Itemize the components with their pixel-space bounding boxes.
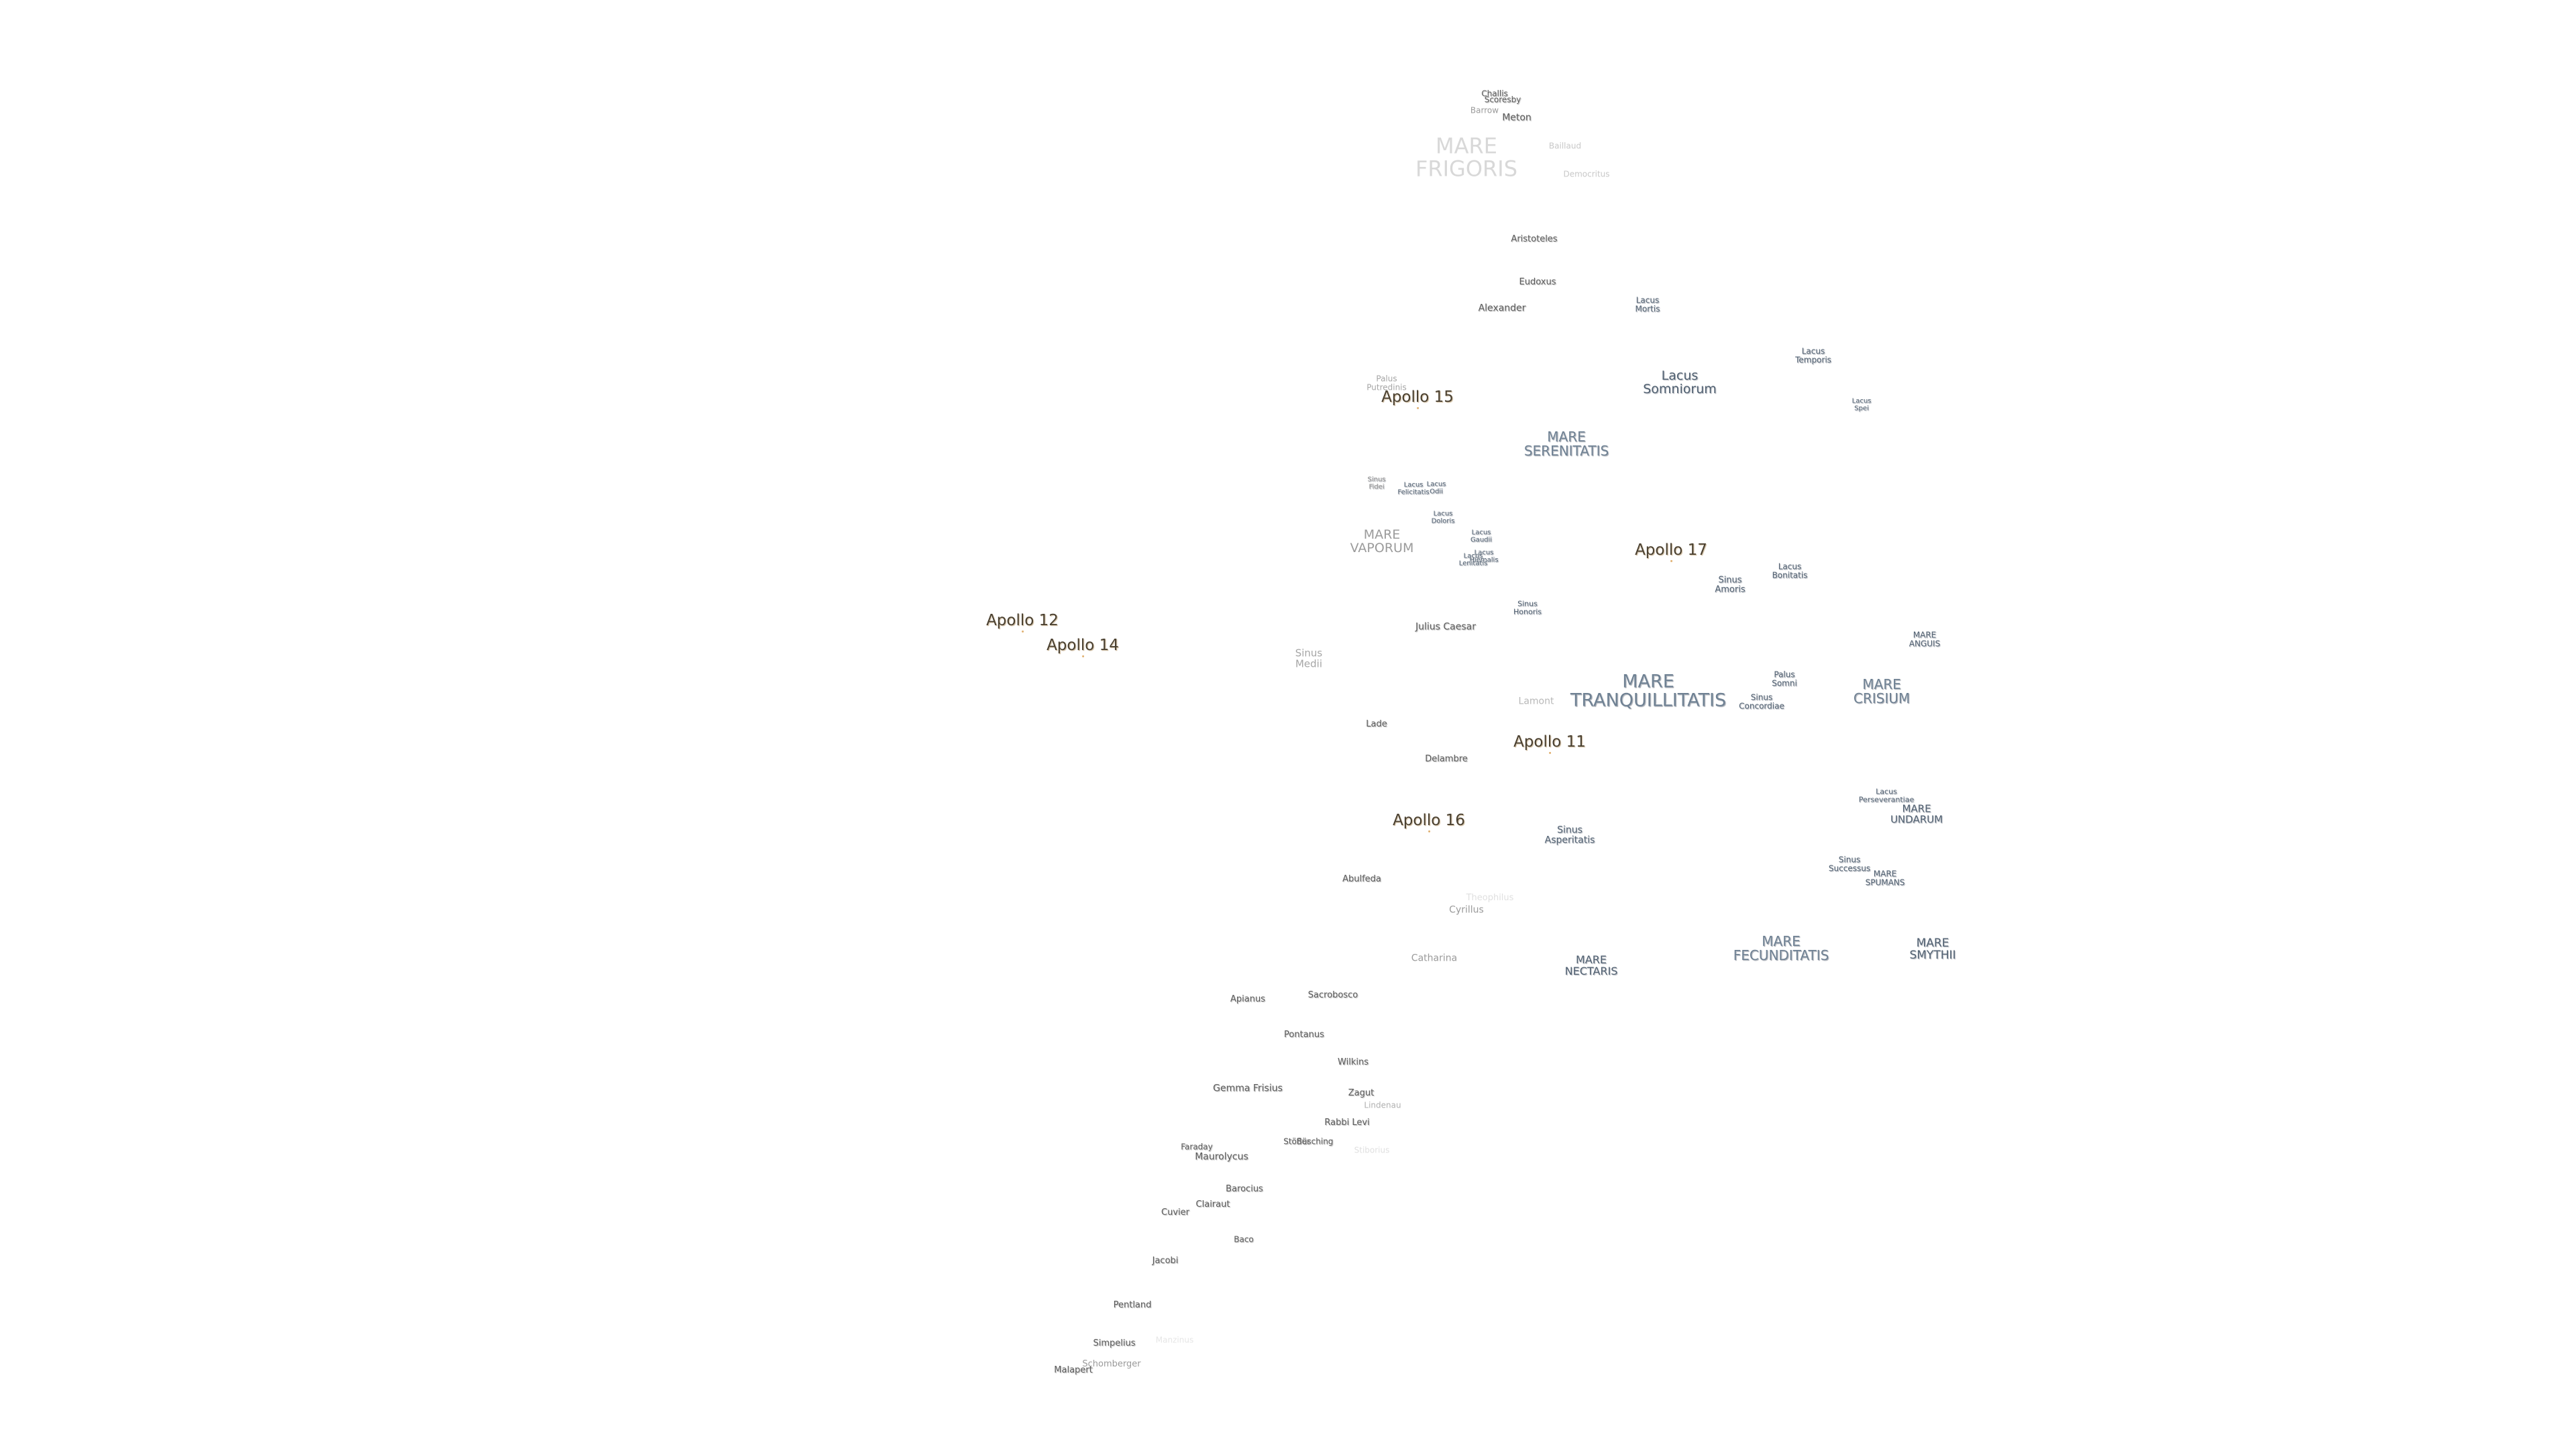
mare-anguis-label: MARE ANGUIS: [1909, 630, 1941, 648]
mare-tranquillitatis-label: MARE TRANQUILLITATIS: [1570, 671, 1727, 711]
palus-somni-label: Palus Somni: [1772, 669, 1797, 688]
crater-malapert-label: Malapert: [1054, 1365, 1093, 1376]
mare-spumans-label: MARE SPUMANS: [1865, 869, 1905, 887]
lacus-gaudii-label: Lacus Gaudii: [1470, 529, 1493, 543]
crater-challis-label: Challis: [1481, 89, 1508, 99]
apollo-12-site[interactable]: Apollo 12: [986, 611, 1059, 633]
apollo-15-site[interactable]: Apollo 15: [1381, 388, 1454, 410]
crater-catharina-label: Catharina: [1411, 953, 1458, 964]
crater-democritus-label: Democritus: [1563, 169, 1610, 179]
lacus-lenitatis-label: Lacus Lenitatis: [1458, 552, 1488, 567]
lacus-odii-label: Lacus Odii: [1426, 480, 1446, 495]
crater-theophilus-label: Theophilus: [1466, 893, 1514, 904]
crater-simpelius-label: Simpelius: [1093, 1338, 1136, 1349]
lacus-temporis-label: Lacus Temporis: [1795, 346, 1831, 364]
crater-scoresby-label: Scoresby: [1484, 95, 1521, 105]
crater-faraday-label: Faraday: [1181, 1142, 1213, 1152]
crater-cuvier-label: Cuvier: [1161, 1208, 1189, 1218]
apollo-17-site[interactable]: Apollo 17: [1635, 541, 1707, 563]
mare-smythii-label: MARE SMYTHII: [1909, 936, 1956, 962]
lacus-felicitatis-label: Lacus Felicitatis: [1397, 481, 1430, 496]
sinus-medii-label: Sinus Medii: [1295, 647, 1323, 669]
lacus-somniorum-label: Lacus Somniorum: [1643, 368, 1717, 396]
crater-barrow-label: Barrow: [1470, 105, 1499, 115]
crater-rabbi-levi-label: Rabbi Levi: [1324, 1118, 1370, 1128]
crater-busching-label: Büsching: [1296, 1136, 1334, 1146]
crater-aristoteles-label: Aristoteles: [1511, 234, 1558, 245]
mare-nectaris-label: MARE NECTARIS: [1564, 953, 1618, 977]
crater-lindenau-label: Lindenau: [1364, 1100, 1401, 1110]
crater-pontanus-label: Pontanus: [1284, 1030, 1324, 1040]
crater-sacrobosco-label: Sacrobosco: [1307, 990, 1358, 1001]
crater-stiborius-label: Stiborius: [1354, 1145, 1390, 1155]
crater-lamont-label: Lamont: [1518, 696, 1554, 707]
mare-crisium-label: MARE CRISIUM: [1853, 676, 1911, 706]
lacus-perseverantiae-label: Lacus Perseverantiae: [1858, 787, 1915, 804]
crater-baillaud-label: Baillaud: [1548, 141, 1582, 151]
crater-schomberger-label: Schomberger: [1082, 1359, 1141, 1370]
mare-undarum-label: MARE UNDARUM: [1890, 802, 1943, 825]
sinus-concordiae-label: Sinus Concordiae: [1739, 692, 1784, 710]
crater-clairaut-label: Clairaut: [1195, 1199, 1230, 1210]
crater-jacobi-label: Jacobi: [1152, 1256, 1179, 1267]
sinus-honoris-label: Sinus Honoris: [1513, 599, 1542, 616]
crater-pentland-label: Pentland: [1113, 1300, 1152, 1311]
crater-abulfeda-label: Abulfeda: [1342, 874, 1381, 885]
lacus-hiemalis-label: Lacus Hiemalis: [1469, 549, 1499, 564]
crater-baco-label: Baco: [1234, 1234, 1254, 1244]
crater-delambre-label: Delambre: [1425, 754, 1468, 765]
sinus-asperitatis-label: Sinus Asperitatis: [1544, 824, 1595, 845]
sinus-amoris-label: Sinus Amoris: [1715, 575, 1746, 594]
crater-wilkins-label: Wilkins: [1338, 1057, 1368, 1068]
crater-lade-label: Lade: [1366, 719, 1387, 730]
crater-gemma-frisius-label: Gemma Frisius: [1213, 1083, 1283, 1094]
apollo-14-site[interactable]: Apollo 14: [1046, 636, 1119, 658]
crater-meton-label: Meton: [1502, 112, 1532, 123]
crater-maurolycus-label: Maurolycus: [1195, 1151, 1248, 1163]
crater-julius-caesar-label: Julius Caesar: [1415, 621, 1476, 633]
crater-barocius-label: Barocius: [1226, 1184, 1263, 1195]
crater-stofler-label: Stöfler: [1283, 1136, 1310, 1146]
crater-zagut-label: Zagut: [1348, 1088, 1375, 1099]
apollo-16-site[interactable]: Apollo 16: [1393, 811, 1465, 833]
mare-frigoris-label: MARE FRIGORIS: [1415, 133, 1518, 181]
crater-alexander-label: Alexander: [1478, 303, 1526, 314]
mare-fecunditatis-label: MARE FECUNDITATIS: [1733, 933, 1829, 963]
lacus-mortis-label: Lacus Mortis: [1635, 295, 1660, 313]
lacus-spei-label: Lacus Spei: [1851, 397, 1872, 412]
crater-eudoxus-label: Eudoxus: [1519, 277, 1556, 288]
mare-serenitatis-label: MARE SERENITATIS: [1523, 429, 1609, 459]
lacus-doloris-label: Lacus Doloris: [1431, 510, 1455, 525]
mare-vaporum-label: MARE VAPORUM: [1350, 527, 1414, 555]
crater-cyrillus-label: Cyrillus: [1449, 904, 1484, 916]
apollo-11-site[interactable]: Apollo 11: [1513, 733, 1586, 755]
crater-manzinus-label: Manzinus: [1155, 1335, 1194, 1345]
sinus-fidei-label: Sinus Fidei: [1367, 476, 1386, 490]
palus-putredinis-label: Palus Putredinis: [1366, 374, 1407, 392]
crater-apianus-label: Apianus: [1230, 994, 1265, 1005]
lacus-bonitatis-label: Lacus Bonitatis: [1772, 561, 1808, 580]
sinus-successus-label: Sinus Successus: [1828, 855, 1871, 873]
